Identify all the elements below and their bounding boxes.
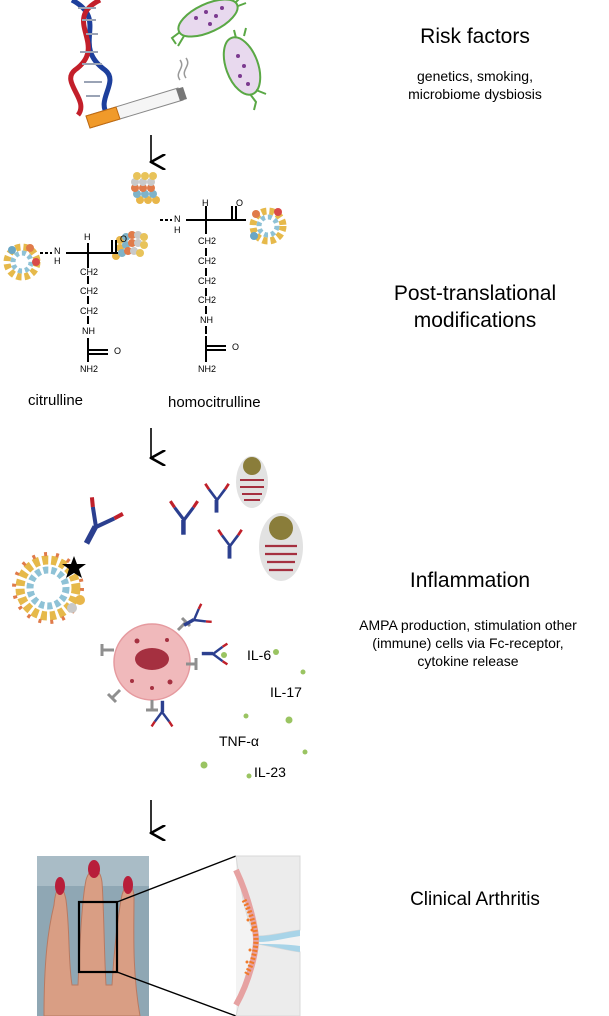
clinical-arthritis-title: Clinical Arthritis	[410, 889, 540, 910]
free-antibody-icon	[168, 499, 200, 537]
inflammation-subtitle-2: (immune) cells via Fc-receptor,	[372, 635, 564, 651]
cytokine-label: TNF-α	[219, 733, 259, 749]
chem-h-label: H	[84, 232, 91, 242]
chem-ch2-label: CH2	[198, 295, 217, 305]
cytokine-label: IL-23	[254, 764, 286, 780]
chem-nh-label: NH	[200, 315, 213, 325]
free-antibody-icon	[216, 528, 244, 561]
risk-factors-title: Risk factors	[420, 25, 530, 48]
protein-bead-cluster-right	[249, 207, 287, 245]
zoom-line-bottom	[116, 971, 237, 1016]
chem-o-label: O	[114, 346, 122, 356]
inflammation-title: Inflammation	[409, 569, 531, 592]
plasma-cell-icon	[236, 456, 268, 508]
bound-antibody-icon	[72, 497, 123, 552]
ptm-title-line-1: Post-translational	[393, 282, 557, 305]
homocitrulline-label: homocitrulline	[168, 394, 261, 411]
chem-n-label: N	[174, 214, 181, 224]
homocitrulline-skeleton	[160, 206, 246, 362]
chem-h-label: H	[202, 198, 209, 208]
immune-cell-icon	[113, 623, 191, 701]
ptm-title-line-2: modifications	[413, 309, 537, 332]
chem-o-label: O	[232, 342, 240, 352]
fc-receptor-icon	[100, 616, 198, 712]
free-antibody-icon	[203, 482, 231, 515]
risk-factors-subtitle-2: microbiome dysbiosis	[408, 86, 542, 102]
chem-h-label: H	[174, 225, 181, 235]
chem-h-label: H	[54, 256, 61, 266]
zoom-line-top	[116, 855, 237, 903]
antigen-cluster	[12, 552, 85, 624]
cytokine-label: IL-6	[247, 647, 272, 663]
cytokine-dots-icon	[200, 649, 308, 779]
bacteria-dots-icon	[194, 6, 250, 86]
protein-bead-cluster-left	[3, 243, 41, 281]
receptor-antibody-icon	[150, 699, 174, 728]
chem-ch2-label: CH2	[80, 306, 99, 316]
epitope-star-icon	[62, 556, 86, 578]
plasma-cell-icon	[259, 513, 303, 581]
chem-ch2-label: CH2	[80, 267, 99, 277]
protein-bead-cluster-top	[131, 172, 160, 204]
inflammation-subtitle-3: cytokine release	[417, 653, 519, 669]
inflammation-subtitle-1: AMPA production, stimulation other	[359, 617, 577, 633]
chem-nh-label: NH	[82, 326, 95, 336]
chem-ch2-label: CH2	[198, 256, 217, 266]
risk-factors-subtitle-1: genetics, smoking,	[417, 68, 533, 84]
hand-photo-icon	[37, 856, 149, 1016]
protein-bead-cluster-mid	[112, 231, 148, 260]
chem-ch2-label: CH2	[198, 236, 217, 246]
cytokine-label: IL-17	[270, 684, 302, 700]
chem-o-label: O	[236, 198, 244, 208]
dna-icon	[68, 0, 113, 117]
chem-o-label: O	[120, 234, 128, 244]
joint-detail-icon	[233, 855, 301, 1016]
chem-nh2-label: NH2	[80, 364, 99, 374]
bacteria-icon	[170, 0, 267, 111]
chem-ch2-label: CH2	[198, 276, 217, 286]
citrulline-skeleton	[40, 240, 118, 362]
chem-nh2-label: NH2	[198, 364, 217, 374]
citrulline-label: citrulline	[28, 392, 84, 409]
chem-ch2-label: CH2	[80, 286, 99, 296]
chem-n-label: N	[54, 246, 61, 256]
cigarette-icon	[85, 57, 189, 129]
